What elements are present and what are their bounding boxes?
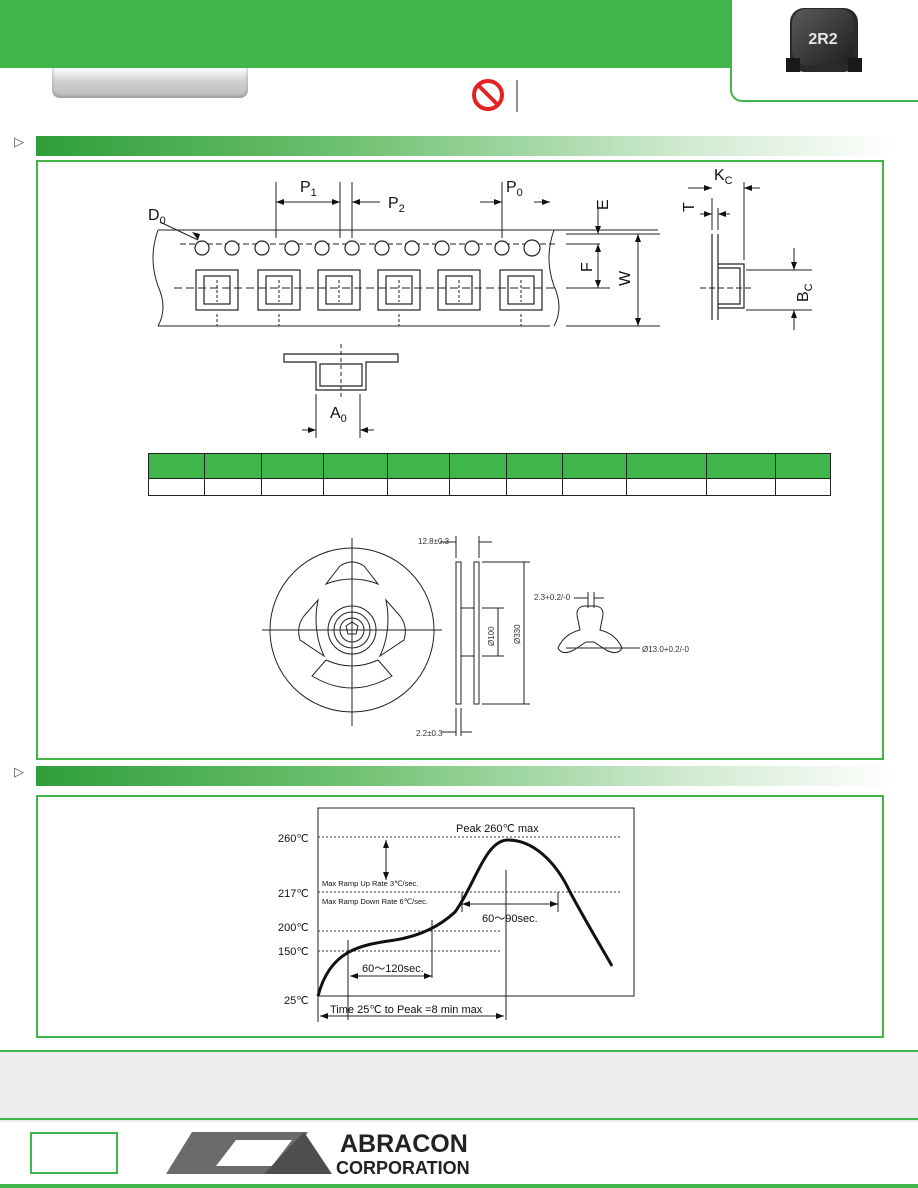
reflow-t25: 25℃ — [284, 995, 309, 1007]
reflow-span-150: 60～120sec. — [362, 963, 424, 975]
logo-subtitle: CORPORATION — [336, 1158, 470, 1178]
tape-diagram: D0 P1 P2 P0 E F W KC T B — [148, 168, 815, 438]
reel-width-top: 12.8±0.3 — [418, 537, 450, 546]
section-arrow-icon: ▷ — [14, 134, 24, 149]
inductor-image: 2R2 — [786, 8, 862, 72]
reflow-total-time: Time 25℃ to Peak =8 min max — [330, 1004, 483, 1016]
section-arrow-icon: ▷ — [14, 764, 24, 779]
tape-dimension-table — [147, 453, 831, 496]
reflow-t217: 217℃ — [278, 888, 309, 900]
label-kc: KC — [714, 168, 733, 187]
abracon-logo: ABRACON CORPORATION — [166, 1130, 470, 1178]
reel-dia: Ø330 — [513, 624, 522, 644]
label-p2: P2 — [388, 195, 405, 215]
reflow-t260: 260℃ — [278, 833, 309, 845]
section-bar-tape — [36, 136, 896, 156]
label-p0: P0 — [506, 179, 523, 199]
footer-page-box — [30, 1132, 118, 1174]
reel-diagram: 12.8±0.3 2.2±0.3 Ø100 Ø330 2.3+0.2/-0 Ø1… — [262, 536, 689, 738]
label-a0: A0 — [330, 405, 347, 425]
label-t: T — [681, 202, 698, 212]
header-tab — [52, 68, 248, 98]
reel-hub-dia: Ø100 — [487, 626, 496, 646]
label-bc: BC — [795, 283, 815, 302]
reflow-span-217: 60～90sec. — [482, 913, 538, 925]
inductor-marking: 2R2 — [808, 31, 837, 48]
product-image-panel: 2R2 — [730, 0, 918, 102]
reel-width-bottom: 2.2±0.3 — [416, 729, 443, 738]
label-e: E — [595, 199, 612, 210]
footer-bottom-bar — [0, 1184, 918, 1188]
section-bar-reflow — [36, 766, 896, 786]
header-bar — [0, 0, 730, 68]
label-p1: P1 — [300, 179, 317, 199]
reflow-t200: 200℃ — [278, 922, 309, 934]
reflow-ramp-up: Max Ramp Up Rate 3℃/sec. — [322, 879, 418, 888]
label-f: F — [579, 262, 596, 272]
reel-slot: 2.3+0.2/-0 — [534, 593, 571, 602]
reflow-peak-label: Peak 260℃ max — [456, 823, 539, 835]
reflow-profile-chart: Peak 260℃ max 260℃ 217℃ 200℃ 150℃ 25℃ 60… — [278, 807, 635, 1022]
reel-arbor: Ø13.0+0.2/-0 — [642, 645, 689, 654]
footer-band — [0, 1050, 918, 1122]
label-d0: D0 — [148, 207, 166, 227]
label-w: W — [617, 270, 634, 286]
logo-name: ABRACON — [340, 1130, 468, 1158]
footer-divider — [0, 1118, 918, 1120]
reflow-ramp-down: Max Ramp Down Rate 6℃/sec. — [322, 897, 428, 906]
no-symbol-icon — [472, 79, 518, 112]
reflow-t150: 150℃ — [278, 946, 309, 958]
